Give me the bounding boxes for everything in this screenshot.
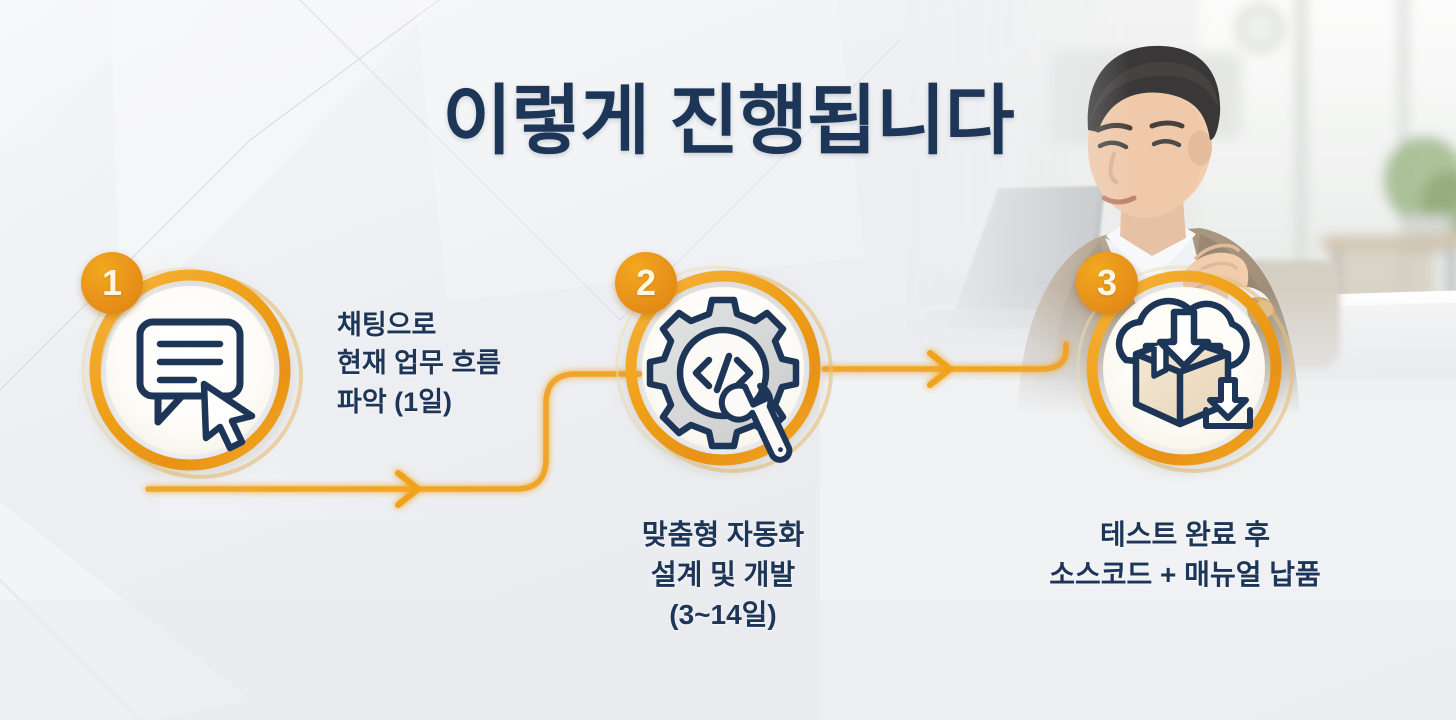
chat-bubble-cursor-icon [136,318,256,452]
step-2[interactable]: 2 [612,252,838,484]
step-3-label: 테스트 완료 후 소스코드 + 매뉴얼 납품 [1000,515,1370,595]
step-1-circle [81,267,303,479]
step-1-number: 1 [101,262,123,303]
connector-step1-to-step2 [145,371,643,508]
step-2-label-line-2: 설계 및 개발 [650,558,796,590]
gear-code-wrench-icon [646,296,800,463]
step-1-badge: 1 [81,252,143,314]
step-3-number: 3 [1096,262,1118,303]
step-2-number: 2 [635,262,657,303]
step-1[interactable]: 1 [78,252,310,490]
step-1-label-line-3: 파악 (1일) [337,386,453,417]
cloud-download-box-icon [1115,297,1253,429]
page-title: 이렇게 진행됩니다 [442,79,1014,164]
connector-step2-to-step3 [821,341,1069,388]
step-2-label: 맞춤형 자동화 설계 및 개발 (3~14일) [563,515,883,634]
step-2-label-line-3: (3~14일) [669,598,777,630]
step-2-badge: 2 [615,252,677,314]
step-3-badge: 3 [1076,252,1138,314]
step-3-label-line-1: 테스트 완료 후 [1099,519,1271,550]
step-3[interactable]: 3 [1073,252,1299,484]
step-1-label-line-2: 현재 업무 흐름 [337,348,502,379]
step-2-circle [615,265,833,473]
step-1-label-line-1: 채팅으로 [337,310,437,340]
step-2-label-line-1: 맞춤형 자동화 [641,519,805,550]
step-3-label-line-2: 소스코드 + 매뉴얼 납품 [1049,558,1321,590]
step-3-circle [1076,265,1294,473]
step-1-label: 채팅으로 현재 업무 흐름 파악 (1일) [337,306,501,421]
